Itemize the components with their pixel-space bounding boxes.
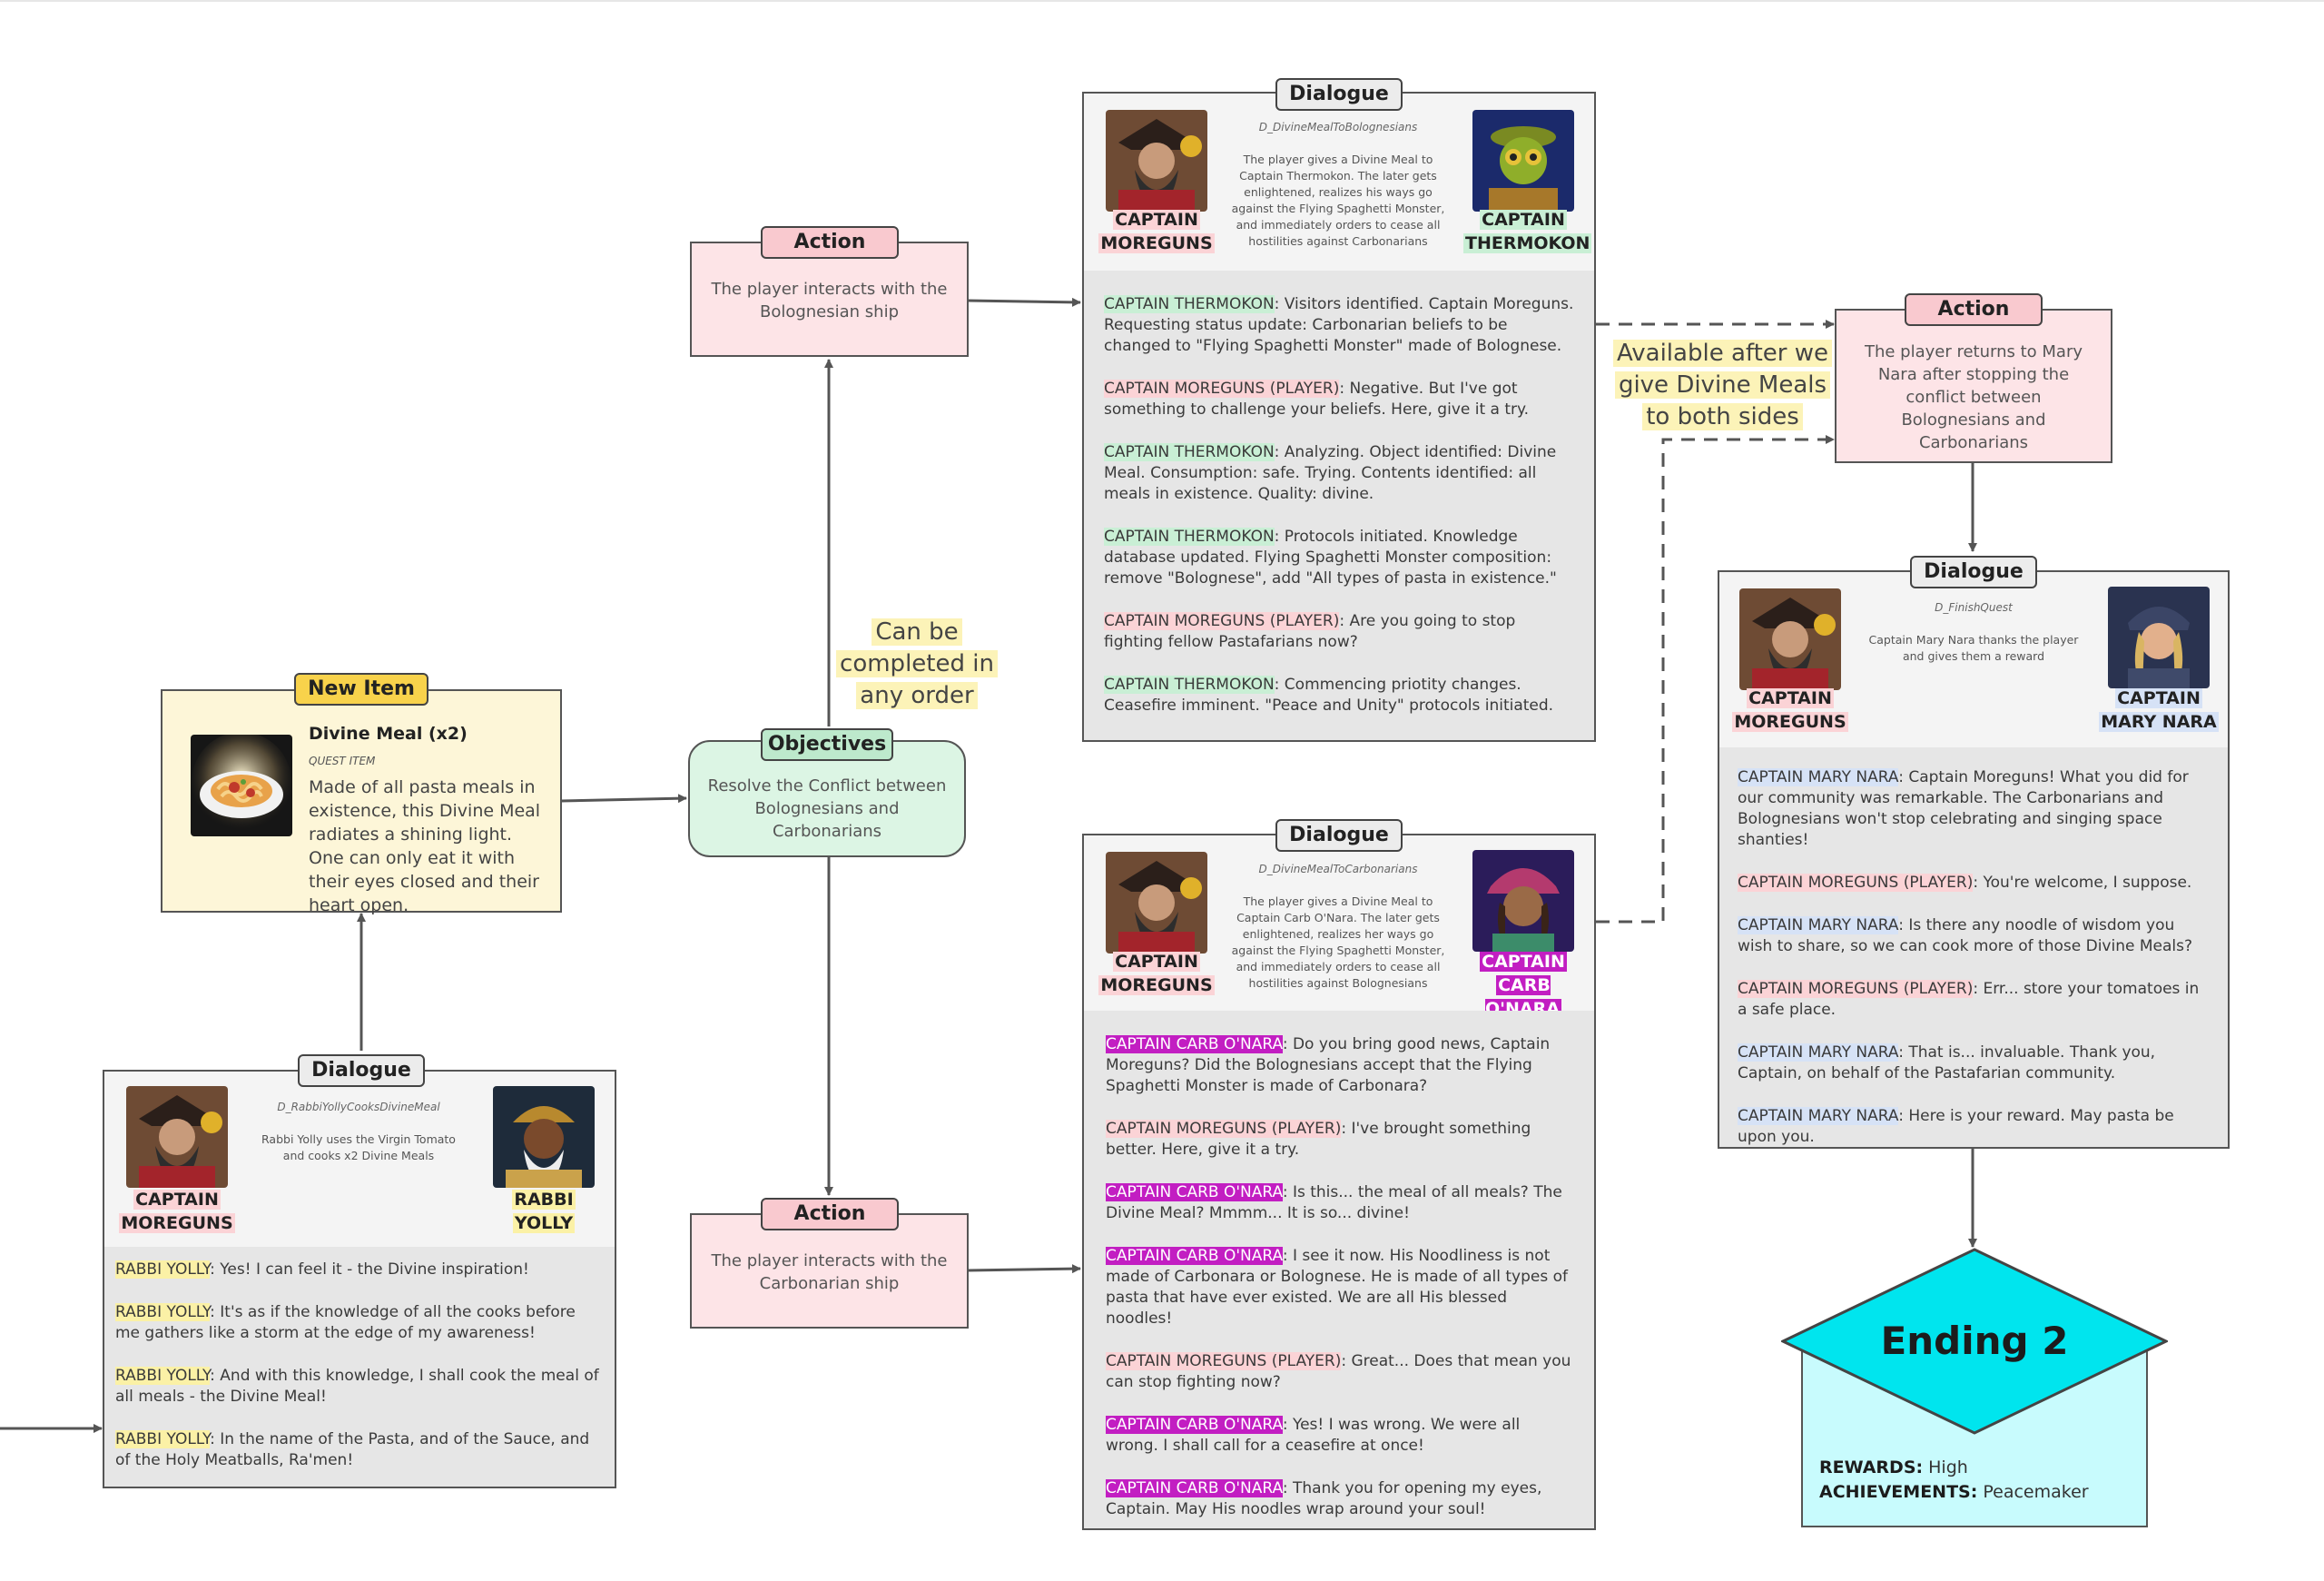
dialogue-line: CAPTAIN MOREGUNS (PLAYER): Negative. But… (1104, 380, 1530, 419)
dialogue-line: CAPTAIN MOREGUNS (PLAYER): Are you going… (1104, 612, 1516, 651)
dialogue-line: RABBI YOLLY: It's as if the knowledge of… (115, 1303, 576, 1342)
captain-moreguns-portrait (1106, 852, 1207, 954)
objectives-text: Resolve the Conflict between Bolognesian… (707, 776, 947, 841)
dialogue-line: RABBI YOLLY: In the name of the Pasta, a… (115, 1430, 590, 1469)
dialogue-finish-tag: Dialogue (1910, 556, 2037, 588)
dialogue-carbonara-tag: Dialogue (1275, 819, 1403, 852)
item-name: Divine Meal (x2) (309, 724, 468, 744)
dialogue-finish-desc: Captain Mary Nara thanks the player and … (1868, 633, 2079, 663)
top-divider (0, 0, 2324, 2)
ending-achievements-label: ACHIEVEMENTS: (1819, 1482, 1978, 1502)
item-description: Made of all pasta meals in existence, th… (309, 777, 541, 915)
ending-rewards-value: High (1923, 1457, 1968, 1477)
dialogue-line: CAPTAIN MARY NARA: Here is your reward. … (1738, 1107, 2174, 1146)
dialogue-line: RABBI YOLLY: Yes! I can feel it - the Di… (115, 1260, 529, 1279)
action-bolognese-text: The player interacts with the Bolognesia… (711, 280, 948, 321)
dialogue-yolly-body: RABBI YOLLY: Yes! I can feel it - the Di… (104, 1247, 615, 1487)
new-item-tag: New Item (294, 673, 428, 706)
item-kind: QUEST ITEM (309, 755, 376, 767)
dialogue-line: CAPTAIN MOREGUNS (PLAYER): Great... Does… (1106, 1352, 1571, 1391)
dialogue-line: RABBI YOLLY: And with this knowledge, I … (115, 1367, 599, 1406)
captain-moreguns-portrait (1739, 588, 1841, 690)
rabbi-yolly-portrait (493, 1086, 595, 1188)
dialogue-finish-id: D_FinishQuest (1935, 601, 2013, 614)
dialogue-carbonara-body: CAPTAIN CARB O'NARA: Do you bring good n… (1084, 1011, 1594, 1528)
dialogue-bolognese-desc: The player gives a Divine Meal to Captai… (1231, 153, 1445, 248)
dashed-arrow-carbonara-to-return (1596, 435, 1835, 924)
action-return-tag: Action (1905, 293, 2043, 326)
arrow-action-to-dialogue-carbonara (967, 1264, 1081, 1274)
captain-thermokon-portrait (1472, 110, 1574, 212)
new-item-card[interactable]: Divine Meal (x2) QUEST ITEM Made of all … (161, 689, 562, 915)
action-return-text: The player returns to Mary Nara after st… (1864, 342, 2083, 452)
action-return-card[interactable]: The player returns to Mary Nara after st… (1835, 309, 2112, 463)
action-bolognese-card[interactable]: The player interacts with the Bolognesia… (690, 242, 969, 357)
dialogue-line: CAPTAIN MOREGUNS (PLAYER): Err... store … (1738, 980, 2200, 1019)
dialogue-line: CAPTAIN CARB O'NARA: Yes! I was wrong. W… (1106, 1416, 1521, 1455)
dialogue-line: CAPTAIN CARB O'NARA: Thank you for openi… (1106, 1479, 1542, 1518)
arrow-action-to-dialogue-bolognese (967, 297, 1081, 307)
dialogue-line: CAPTAIN CARB O'NARA: I see it now. His N… (1106, 1247, 1568, 1328)
dialogue-bolognese-tag: Dialogue (1275, 78, 1403, 111)
dialogue-line: CAPTAIN CARB O'NARA: Do you bring good n… (1106, 1035, 1551, 1095)
dialogue-line: CAPTAIN MARY NARA: That is... invaluable… (1738, 1043, 2156, 1082)
ending-title: Ending 2 (1880, 1319, 2069, 1363)
ending-rewards-label: REWARDS: (1819, 1457, 1924, 1477)
dialogue-line: CAPTAIN MOREGUNS (PLAYER): I've brought … (1106, 1120, 1531, 1159)
action-carbonara-text: The player interacts with the Carbonaria… (711, 1251, 948, 1293)
dialogue-yolly-tag: Dialogue (298, 1054, 425, 1087)
item-icon (191, 735, 292, 836)
pasta-dish-icon (192, 735, 291, 832)
captain-mary-nara-portrait (2108, 587, 2210, 688)
dialogue-finish-body: CAPTAIN MARY NARA: Captain Moreguns! Wha… (1719, 747, 2228, 1147)
dialogue-line: CAPTAIN THERMOKON: Commencing priotity c… (1104, 676, 1554, 715)
dialogue-line: CAPTAIN MARY NARA: Is there any noodle o… (1738, 916, 2193, 955)
dialogue-carbonara-desc: The player gives a Divine Meal to Captai… (1231, 894, 1445, 990)
dialogue-line: CAPTAIN THERMOKON: Protocols initiated. … (1104, 528, 1557, 588)
action-bolognese-tag: Action (761, 226, 899, 259)
dialogue-line: CAPTAIN THERMOKON: Visitors identified. … (1104, 295, 1574, 355)
action-carbonara-tag: Action (761, 1198, 899, 1230)
arrow-item-to-objectives (560, 794, 687, 804)
ending-achievements-value: Peacemaker (1977, 1482, 2089, 1502)
objectives-tag: Objectives (761, 728, 893, 761)
ending-diamond (1781, 1248, 2168, 1435)
dialogue-line: CAPTAIN MOREGUNS (PLAYER): You're welcom… (1738, 874, 2192, 892)
dialogue-carbonara-id: D_DivineMealToCarbonarians (1258, 863, 1418, 875)
dialogue-bolognese-body: CAPTAIN THERMOKON: Visitors identified. … (1084, 271, 1594, 740)
action-carbonara-card[interactable]: The player interacts with the Carbonaria… (690, 1213, 969, 1329)
dialogue-line: CAPTAIN CARB O'NARA: Is this... the meal… (1106, 1183, 1562, 1222)
captain-moreguns-portrait (1106, 110, 1207, 212)
dialogue-line: CAPTAIN THERMOKON: Analyzing. Object ide… (1104, 443, 1557, 503)
ending-rewards: REWARDS: High ACHIEVEMENTS: Peacemaker (1819, 1456, 2089, 1505)
dialogue-line: CAPTAIN MARY NARA: Captain Moreguns! Wha… (1738, 768, 2189, 849)
dialogue-yolly-id: D_RabbiYollyCooksDivineMeal (277, 1101, 440, 1113)
dialogue-bolognese-id: D_DivineMealToBolognesians (1258, 121, 1418, 133)
dialogue-yolly-desc: Rabbi Yolly uses the Virgin Tomato and c… (261, 1132, 456, 1162)
captain-carb-onara-portrait (1472, 850, 1574, 952)
captain-moreguns-portrait (126, 1086, 228, 1188)
